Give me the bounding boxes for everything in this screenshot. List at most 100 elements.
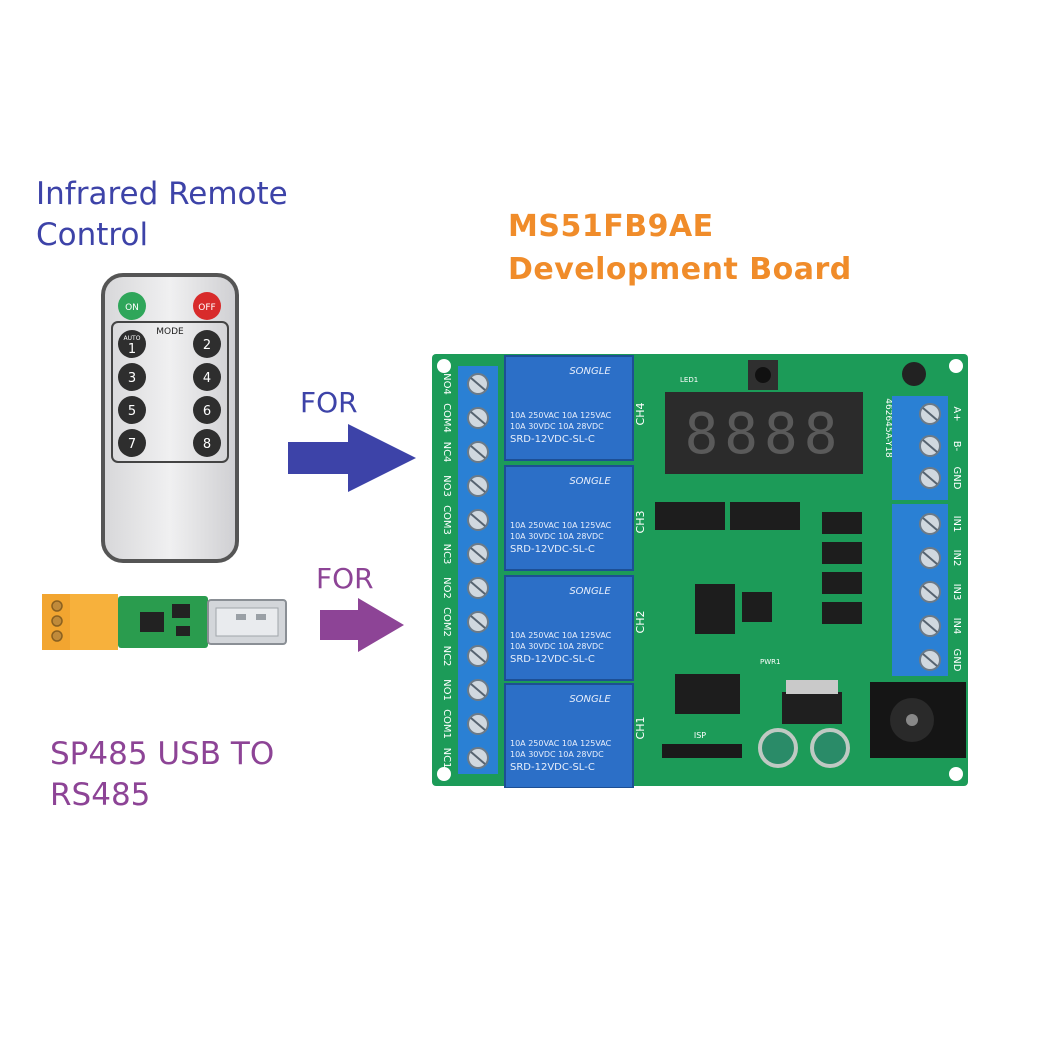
optocoupler <box>822 572 862 594</box>
terminal-label: COM3 <box>441 505 452 535</box>
microcontroller-chip <box>742 592 772 622</box>
optocoupler <box>822 542 862 564</box>
arrow-shape-purple <box>320 598 404 652</box>
relay <box>504 465 634 571</box>
ic-chip <box>655 502 725 530</box>
terminal-label: NO3 <box>441 475 452 497</box>
terminal-label: IN2 <box>951 550 962 567</box>
terminal-label: NC1 <box>441 748 452 769</box>
optocoupler <box>822 512 862 534</box>
led1-label: LED1 <box>680 376 698 384</box>
key-7-label: 7 <box>128 437 136 452</box>
on-button <box>118 292 146 320</box>
terminal-label: GND <box>951 467 962 490</box>
relay-model: SRD-12VDC-SL-C <box>510 762 595 773</box>
development-board-image: NO4COM4NC4NO3COM3NC3NO2COM2NC2NO1COM1NC1… <box>432 354 968 788</box>
off-label: OFF <box>198 303 215 313</box>
terminal-label: NO2 <box>441 577 452 599</box>
key-2-label: 2 <box>203 338 211 353</box>
ir-receiver <box>902 362 926 386</box>
for-label-usb: FOR <box>316 562 374 595</box>
mode-label: MODE <box>156 327 184 337</box>
relay-rating: 10A 250VAC 10A 125VAC <box>510 739 612 748</box>
optocoupler <box>822 602 862 624</box>
key-3-label: 3 <box>128 371 136 386</box>
isp-label: ISP <box>694 731 706 740</box>
ic-chip <box>695 584 735 634</box>
arrow-right-icon <box>288 424 416 492</box>
usb-rs485-adapter-image <box>42 594 287 650</box>
infrared-remote-caption: Infrared Remote Control <box>36 174 288 256</box>
usb-caption-line1: SP485 USB TO <box>50 736 275 772</box>
terminal-label: IN3 <box>951 584 962 601</box>
remote-key <box>118 396 146 424</box>
voltage-regulator <box>782 692 842 724</box>
remote-key <box>193 330 221 358</box>
relay <box>504 575 634 681</box>
ic-chip <box>675 674 740 714</box>
key-8-label: 8 <box>203 437 211 452</box>
seven-segment-display <box>665 392 863 474</box>
for-label-remote: FOR <box>300 386 358 419</box>
terminal-label: COM1 <box>441 709 452 739</box>
terminal-label: B- <box>951 441 962 452</box>
relay <box>504 355 634 461</box>
display-part-label: 462645A-Y18 <box>883 398 893 458</box>
terminal-label: NO1 <box>441 679 452 701</box>
usb-rs485-caption: SP485 USB TO RS485 <box>50 734 274 816</box>
infrared-remote-image: ON OFF MODE 1 2 3 4 5 6 7 8 AUTO <box>101 273 239 563</box>
infrared-caption-line1: Infrared Remote <box>36 176 288 212</box>
relay-terminal-strip <box>458 366 498 774</box>
terminal-label: IN4 <box>951 618 962 635</box>
remote-key <box>193 396 221 424</box>
isp-header <box>662 744 742 758</box>
board-title-line1: MS51FB9AE <box>508 209 714 244</box>
relay-model: SRD-12VDC-SL-C <box>510 434 595 445</box>
arrow-shape-blue <box>288 424 416 492</box>
terminal-label: COM2 <box>441 607 452 637</box>
capacitor <box>758 728 798 768</box>
terminal-label: NC3 <box>441 544 452 565</box>
relay-brand: SONGLE <box>569 694 611 705</box>
infrared-caption-line2: Control <box>36 217 149 253</box>
pwr1-label: PWR1 <box>760 658 780 666</box>
relay-rating: 10A 30VDC 10A 28VDC <box>510 750 604 759</box>
auto-label: AUTO <box>124 335 141 342</box>
relay <box>504 683 634 788</box>
remote-key <box>193 363 221 391</box>
terminal-label: A+ <box>951 406 962 421</box>
channel-label: CH2 <box>634 611 647 634</box>
arrow-right-icon <box>320 598 404 652</box>
relay-rating: 10A 250VAC 10A 125VAC <box>510 411 612 420</box>
channel-label: CH3 <box>634 511 647 534</box>
board-title: MS51FB9AE Development Board <box>508 205 852 291</box>
remote-key <box>118 363 146 391</box>
relay-model: SRD-12VDC-SL-C <box>510 544 595 555</box>
terminal-label: COM4 <box>441 403 452 433</box>
terminal-label: NC4 <box>441 442 452 463</box>
usb-caption-line2: RS485 <box>50 777 151 813</box>
relay-brand: SONGLE <box>569 366 611 377</box>
relay-rating: 10A 250VAC 10A 125VAC <box>510 631 612 640</box>
remote-key <box>193 429 221 457</box>
relay-brand: SONGLE <box>569 476 611 487</box>
terminal-label: IN1 <box>951 516 962 533</box>
remote-key <box>118 429 146 457</box>
terminal-label: NO4 <box>441 373 452 395</box>
remote-key <box>118 330 146 358</box>
relay-brand: SONGLE <box>569 586 611 597</box>
relay-rating: 10A 250VAC 10A 125VAC <box>510 521 612 530</box>
relay-rating: 10A 30VDC 10A 28VDC <box>510 532 604 541</box>
terminal-label: NC2 <box>441 646 452 667</box>
capacitor <box>810 728 850 768</box>
display-digits: 8888 <box>685 402 844 467</box>
channel-label: CH1 <box>634 717 647 740</box>
key-1-label: 1 <box>128 342 136 357</box>
off-button <box>193 292 221 320</box>
on-label: ON <box>125 303 139 313</box>
relay-rating: 10A 30VDC 10A 28VDC <box>510 642 604 651</box>
ic-chip <box>730 502 800 530</box>
board-title-line2: Development Board <box>508 252 852 287</box>
terminal-label: GND <box>951 649 962 672</box>
relay-rating: 10A 30VDC 10A 28VDC <box>510 422 604 431</box>
